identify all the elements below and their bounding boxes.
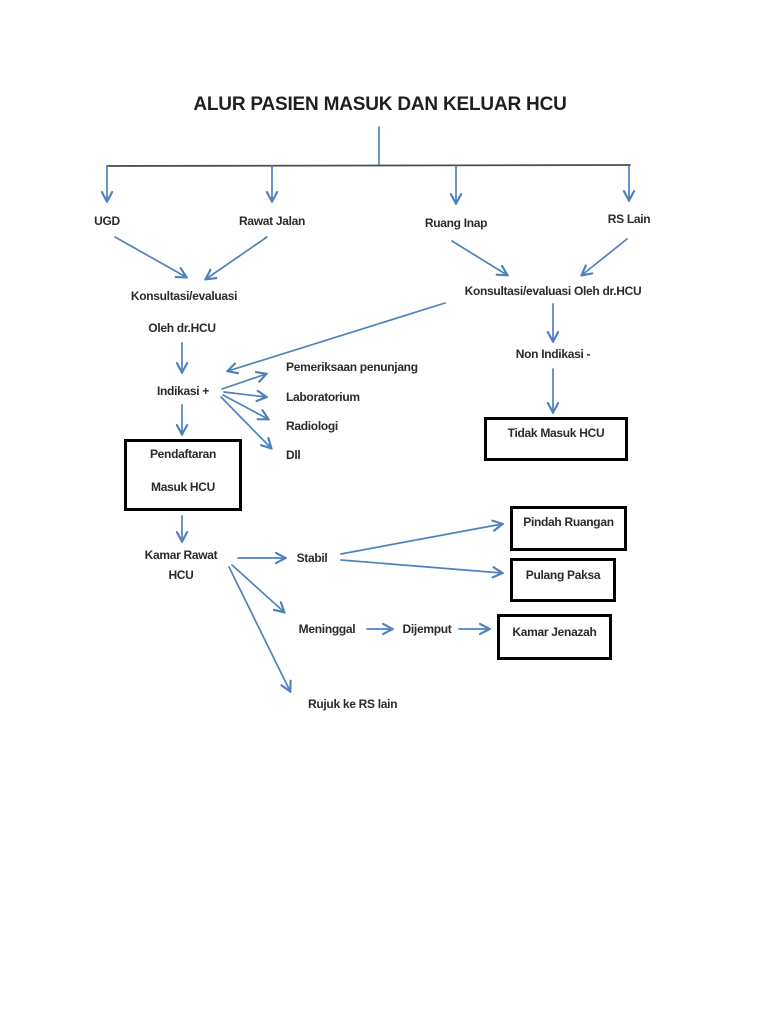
arrow-indikasi-to-radiologi (222, 394, 268, 419)
node-konsultasi-left-line2: Oleh dr.HCU (148, 321, 216, 335)
box-pendaftaran-masuk-hcu: Pendaftaran Masuk HCU (124, 439, 242, 511)
box-pindah-ruangan: Pindah Ruangan (510, 506, 627, 551)
box-kamar-jenazah-label: Kamar Jenazah (512, 625, 597, 639)
arrow-stabil-to-pindah-ruangan (340, 524, 502, 555)
box-pendaftaran-line2: Masuk HCU (151, 480, 215, 494)
arrow-ugd-to-konsultasi (114, 236, 186, 277)
arrow-indikasi-to-dll (220, 396, 271, 448)
box-pindah-ruangan-label: Pindah Ruangan (523, 515, 614, 529)
box-pulang-paksa: Pulang Paksa (510, 558, 616, 602)
arrow-kamar-rawat-to-rujuk (228, 566, 290, 691)
node-indikasi: Indikasi + (156, 384, 210, 398)
line-distribution (106, 164, 631, 167)
node-meninggal: Meninggal (298, 622, 356, 636)
node-konsultasi-right: Konsultasi/evaluasi Oleh dr.HCU (464, 284, 642, 298)
node-non-indikasi: Non Indikasi - (515, 347, 591, 361)
page-title: ALUR PASIEN MASUK DAN KELUAR HCU (193, 94, 567, 115)
node-ugd: UGD (94, 214, 120, 228)
node-ruang-inap: Ruang Inap (424, 216, 488, 230)
node-dll: Dll (286, 448, 301, 462)
box-kamar-jenazah: Kamar Jenazah (497, 614, 612, 660)
arrow-stabil-to-pulang-paksa (340, 559, 502, 573)
arrow-kamar-rawat-to-meninggal (231, 564, 284, 612)
box-pulang-paksa-label: Pulang Paksa (525, 568, 601, 582)
arrow-indikasi-to-laboratorium (223, 392, 266, 397)
node-dijemput: Dijemput (402, 622, 452, 636)
arrow-rs-lain-to-konsultasi (582, 238, 628, 275)
node-kamar-rawat-line2: HCU (168, 568, 194, 582)
node-laboratorium: Laboratorium (286, 390, 360, 404)
box-tidak-masuk-hcu: Tidak Masuk HCU (484, 417, 628, 461)
box-pendaftaran-line1: Pendaftaran (149, 447, 217, 461)
arrow-konsultasi-right-to-indikasi (228, 302, 446, 371)
node-kamar-rawat-line1: Kamar Rawat (144, 548, 218, 562)
arrow-ruang-inap-to-konsultasi (451, 240, 507, 275)
arrow-rawat-jalan-to-konsultasi (206, 236, 268, 279)
node-pemeriksaan-penunjang: Pemeriksaan penunjang (286, 360, 418, 374)
node-radiologi: Radiologi (286, 419, 338, 433)
node-rs-lain: RS Lain (607, 212, 651, 226)
node-rawat-jalan: Rawat Jalan (238, 214, 306, 228)
arrow-indikasi-to-pemeriksaan (221, 374, 266, 390)
box-tidak-masuk-label: Tidak Masuk HCU (507, 426, 605, 440)
node-konsultasi-left-line1: Konsultasi/evaluasi (130, 289, 238, 303)
node-rujuk-ke-rs-lain: Rujuk ke RS lain (308, 697, 398, 711)
node-stabil: Stabil (296, 551, 328, 565)
